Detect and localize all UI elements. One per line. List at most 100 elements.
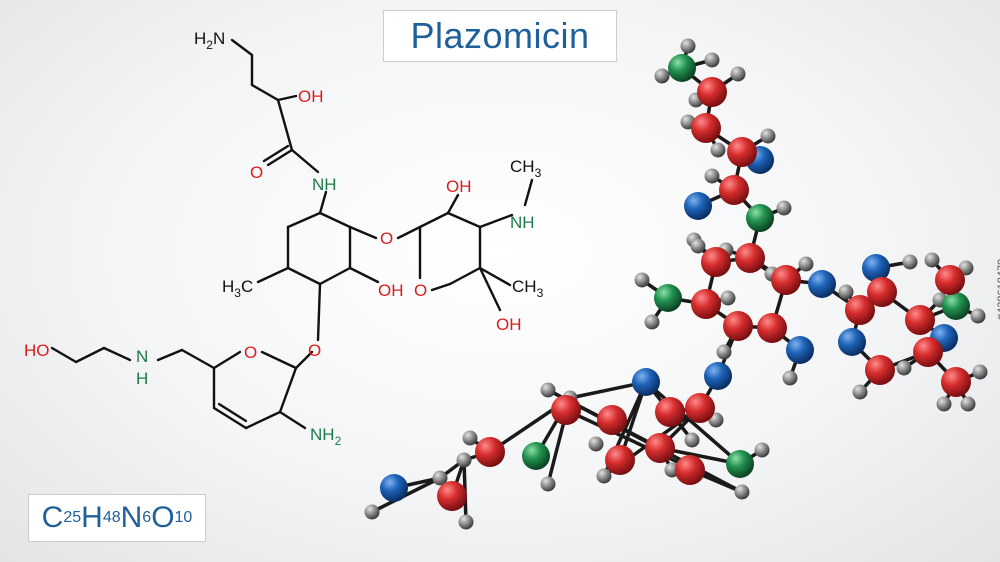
nitrogen-atom-32	[786, 336, 814, 364]
hydrogen-atom-6	[730, 66, 746, 82]
ball-and-stick-atoms	[364, 38, 988, 530]
carbon-atom-27	[691, 289, 721, 319]
hydrogen-atom-52	[896, 360, 912, 376]
svg-text:OH: OH	[496, 315, 522, 334]
carbon-atom-4	[697, 77, 727, 107]
hydrogen-atom-26	[644, 314, 660, 330]
nitrogen-atom-68	[632, 368, 660, 396]
nitrogen-atom-15	[684, 192, 712, 220]
carbon-atom-74	[675, 455, 705, 485]
svg-text:N: N	[136, 347, 148, 366]
svg-text:OH: OH	[378, 281, 404, 300]
nitrogen-amine-atom-78	[522, 442, 550, 470]
carbon-atom-40	[867, 277, 897, 307]
svg-text:O: O	[244, 343, 257, 362]
svg-text:O: O	[414, 281, 427, 300]
hydrogen-atom-54	[852, 384, 868, 400]
hydrogen-atom-17	[776, 200, 792, 216]
carbon-atom-7	[691, 113, 721, 143]
carbon-atom-83	[437, 481, 467, 511]
hydrogen-atom-47	[970, 308, 986, 324]
formula-n: N	[120, 501, 143, 534]
nitrogen-amine-atom-24	[654, 284, 682, 312]
title-box: Plazomicin	[383, 10, 617, 62]
stock-id-watermark: #438618470	[996, 258, 1000, 320]
carbon-atom-29	[723, 311, 753, 341]
svg-text:O: O	[308, 341, 321, 360]
carbon-atom-64	[655, 397, 685, 427]
hydrogen-atom-82	[456, 452, 472, 468]
svg-text:H3C: H3C	[222, 277, 253, 300]
carbon-atom-34	[771, 265, 801, 295]
atom-labels: H2N OH O NH CH3 NH OH O O CH3 OH OH H3C …	[24, 29, 544, 448]
carbon-atom-48	[935, 265, 965, 295]
carbon-atom-21	[701, 247, 731, 277]
hydrogen-atom-11	[760, 128, 776, 144]
nitrogen-atom-86	[380, 474, 408, 502]
carbon-atom-55	[941, 367, 971, 397]
formula-n-count: 6	[142, 509, 152, 526]
nitrogen-atom-59	[704, 362, 732, 390]
hydrogen-atom-3	[704, 52, 720, 68]
hydrogen-atom-67	[588, 436, 604, 452]
svg-text:OH: OH	[298, 87, 324, 106]
skeletal-formula	[50, 38, 534, 430]
svg-text:HO: HO	[24, 341, 50, 360]
bond-72	[644, 380, 742, 466]
hydrogen-atom-25	[634, 272, 650, 288]
svg-text:NH2: NH2	[310, 425, 342, 448]
svg-text:O: O	[380, 229, 393, 248]
hydrogen-atom-56	[972, 364, 988, 380]
hydrogen-atom-58	[960, 396, 976, 412]
svg-text:H2N: H2N	[194, 29, 225, 52]
svg-text:NH: NH	[312, 175, 337, 194]
formula-o-count: 10	[174, 509, 193, 526]
hydrogen-atom-38	[838, 284, 854, 300]
carbon-atom-62	[645, 433, 675, 463]
hydrogen-atom-49	[924, 252, 940, 268]
carbon-atom-37	[845, 295, 875, 325]
nitrogen-amine-atom-1	[668, 54, 696, 82]
formula-h: H	[81, 501, 103, 534]
carbon-atom-13	[719, 175, 749, 205]
svg-text:CH3: CH3	[512, 277, 544, 300]
carbon-atom-53	[865, 355, 895, 385]
nitrogen-amine-atom-46	[942, 292, 970, 320]
hydrogen-atom-14	[704, 168, 720, 184]
svg-text:NH: NH	[510, 213, 535, 232]
formula-c: C	[41, 501, 64, 534]
hydrogen-atom-81	[462, 430, 478, 446]
hydrogen-atom-0	[680, 38, 696, 54]
svg-text:O: O	[250, 163, 263, 182]
svg-text:CH3: CH3	[510, 157, 542, 180]
page-title: Plazomicin	[410, 15, 590, 56]
carbon-atom-51	[913, 337, 943, 367]
hydrogen-atom-42	[902, 254, 918, 270]
hydrogen-atom-28	[720, 290, 736, 306]
formula-h-count: 48	[102, 509, 121, 526]
hydrogen-atom-85	[432, 470, 448, 486]
carbon-atom-31	[757, 313, 787, 343]
hydrogen-atom-23	[690, 238, 706, 254]
hydrogen-atom-2	[654, 68, 670, 84]
carbon-atom-69	[605, 445, 635, 475]
hydrogen-atom-72	[754, 442, 770, 458]
hydrogen-atom-33	[782, 370, 798, 386]
nitrogen-atom-39	[838, 328, 866, 356]
hydrogen-atom-65	[684, 432, 700, 448]
hydrogen-atom-57	[936, 396, 952, 412]
carbon-atom-66	[597, 405, 627, 435]
hydrogen-atom-76	[540, 382, 556, 398]
hydrogen-atom-84	[458, 514, 474, 530]
nitrogen-atom-41	[862, 254, 890, 282]
hydrogen-atom-70	[596, 468, 612, 484]
carbon-atom-18	[735, 243, 765, 273]
carbon-atom-80	[475, 437, 505, 467]
nitrogen-amine-atom-16	[746, 204, 774, 232]
carbon-atom-75	[551, 395, 581, 425]
hydrogen-atom-73	[734, 484, 750, 500]
formula-o: O	[151, 501, 175, 534]
svg-text:H: H	[136, 369, 148, 388]
